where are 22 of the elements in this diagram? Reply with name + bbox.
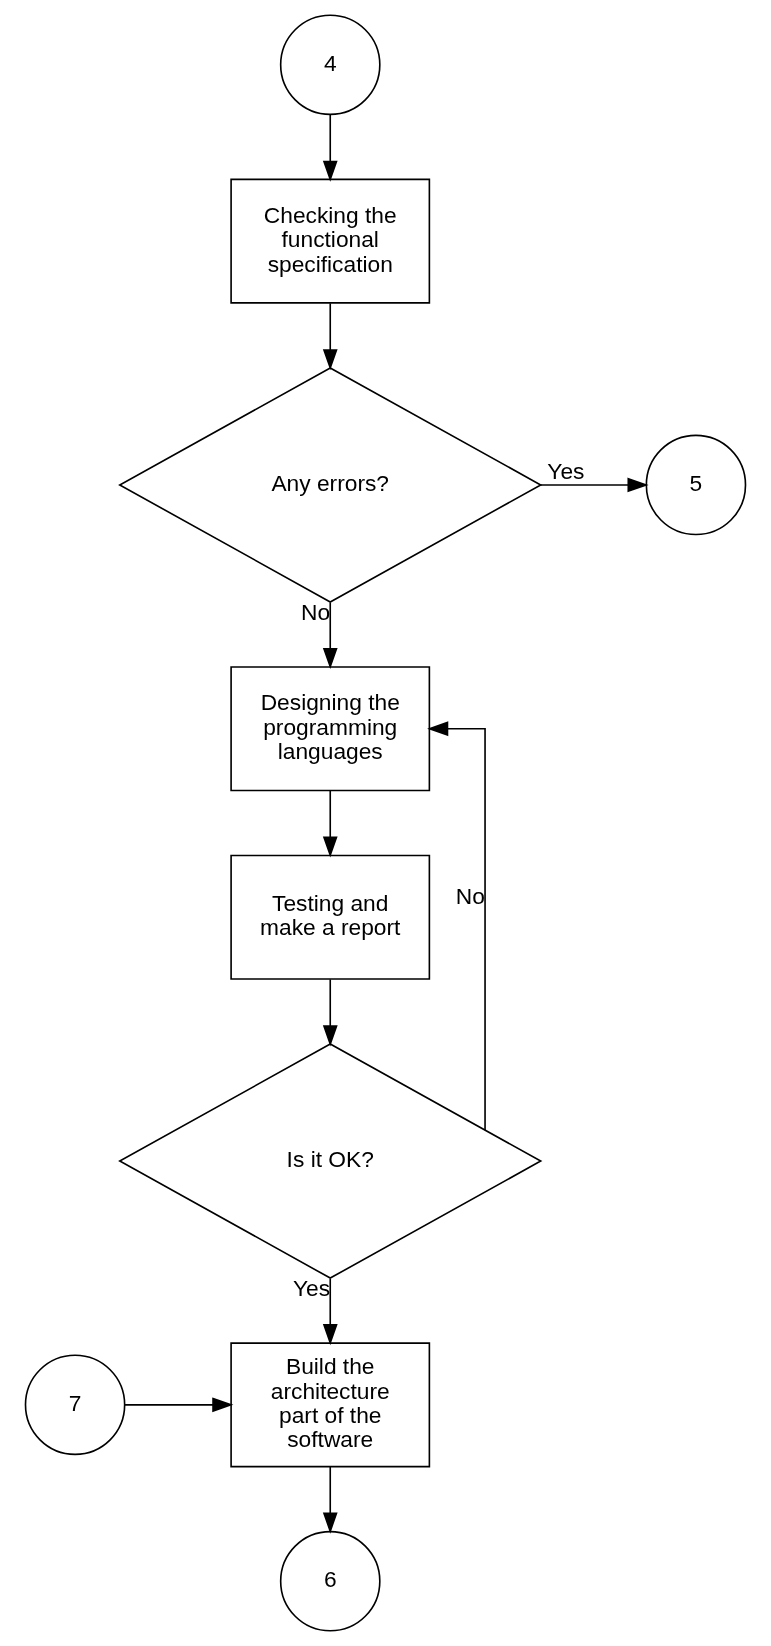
arrow <box>124 1397 234 1413</box>
arrow <box>322 113 338 182</box>
arrow <box>322 601 338 670</box>
arrow <box>322 978 338 1047</box>
node-box: Checking the functional specification <box>230 178 431 304</box>
edge-label: No <box>455 883 485 910</box>
arrow <box>322 1466 338 1534</box>
node-circle: 5 <box>645 434 747 536</box>
node-circle: 4 <box>279 14 381 116</box>
arrow <box>322 1277 338 1346</box>
node-box: Designing the programming languages <box>230 666 431 792</box>
edge-label: Yes <box>547 457 585 484</box>
arrow <box>322 302 338 371</box>
arrow <box>322 790 338 858</box>
node-diamond: Any errors? <box>118 367 543 603</box>
node-box: Build the architecture part of the software <box>230 1342 431 1468</box>
node-diamond: Is it OK? <box>118 1043 543 1279</box>
arrow <box>540 477 649 493</box>
node-box: Testing and make a report <box>230 854 431 980</box>
arrow <box>427 721 486 1131</box>
node-circle: 7 <box>24 1354 126 1456</box>
node-circle: 6 <box>279 1530 381 1632</box>
